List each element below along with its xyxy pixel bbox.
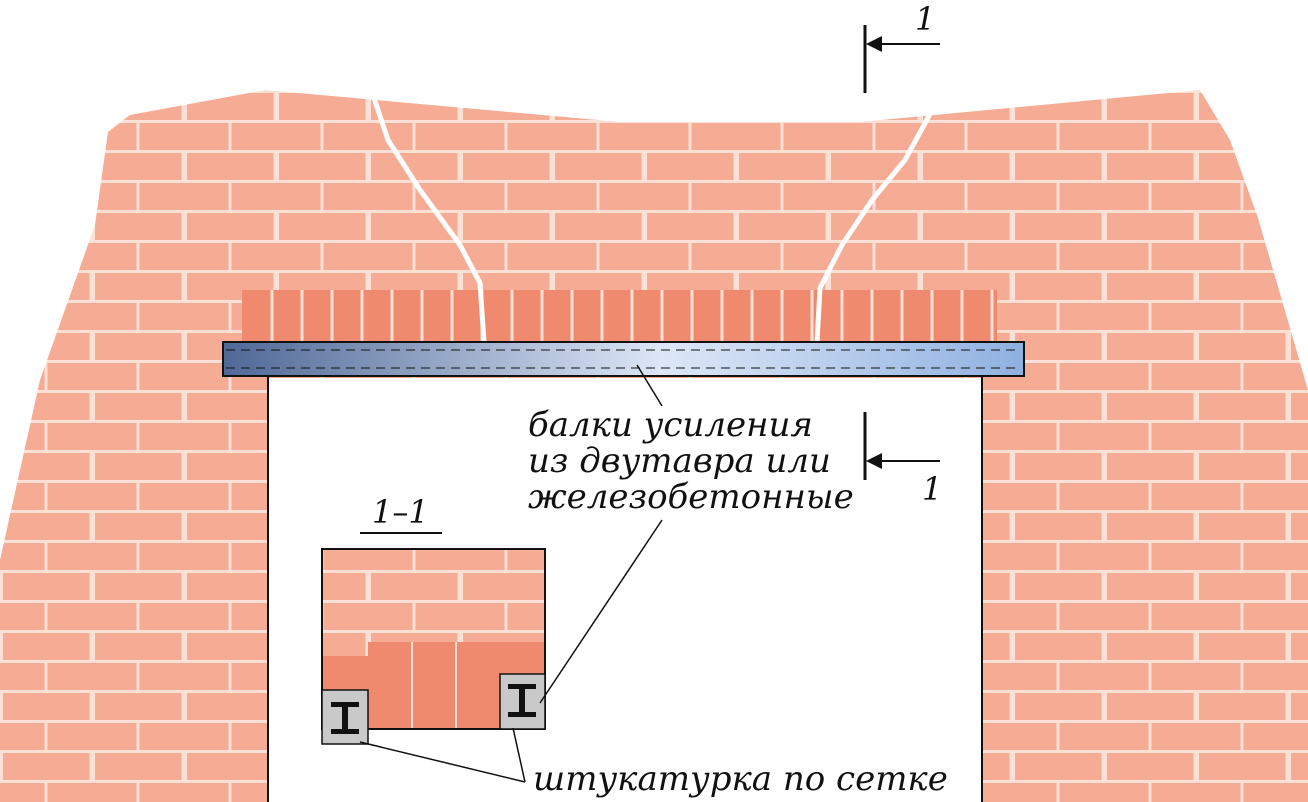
beam-label-line3: железобетонные [528, 477, 854, 517]
plaster-left [321, 689, 369, 745]
section-mark-top: 1 [863, 0, 940, 93]
plaster-leader-lines [359, 727, 526, 783]
section-mark-bottom: 1 [863, 412, 942, 508]
i-beam-icon [508, 684, 536, 717]
beam-label-line1: балки усиления [528, 405, 813, 445]
section-mark-top-label: 1 [915, 0, 935, 38]
brick-wall [0, 90, 1308, 802]
plaster-label: штукатурка по сетке [533, 759, 948, 799]
crack-left [369, 91, 487, 343]
section-title: 1–1 [372, 493, 429, 531]
crack-right [814, 112, 933, 343]
plaster-right [499, 673, 546, 730]
beam-label-line2: из двутавра или [528, 441, 831, 481]
lintel-brick-row [242, 290, 997, 342]
i-beam-icon [331, 702, 359, 734]
section-inset [321, 548, 546, 745]
beam-leader-line [636, 364, 663, 407]
section-mark-bottom-label: 1 [922, 470, 942, 508]
beam-leader-line-2 [539, 519, 663, 704]
reinforcement-beam [222, 341, 1025, 377]
